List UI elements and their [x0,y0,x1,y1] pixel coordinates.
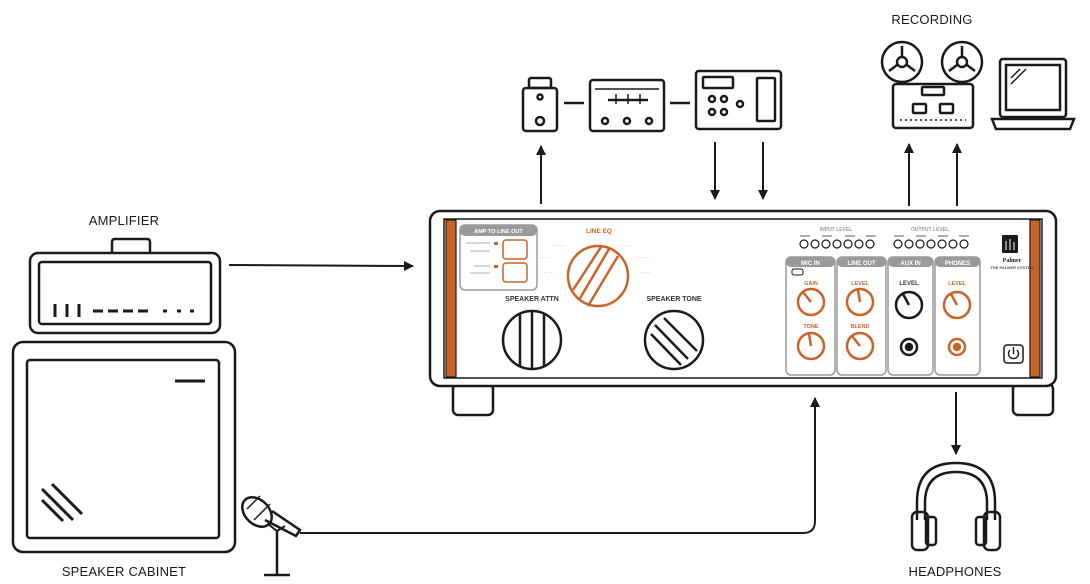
line-eq-knob[interactable] [566,244,630,308]
effects-unit-icon [694,69,783,131]
blend-label: BLEND [851,324,870,330]
palmer-logo-icon [1002,235,1018,253]
headphones-icon [910,461,1002,552]
amp-to-line-out-section: AMP TO LINE OUT [459,224,538,291]
amplifier-icon [28,237,222,335]
laptop-icon [990,57,1076,131]
input-level-label: INPUT LEVEL [820,227,853,233]
svg-text:· · · ·: · · · · [641,270,650,275]
amp-switch-bottom[interactable] [502,262,528,283]
tone-label: TONE [803,324,819,330]
phones-level-knob[interactable] [942,290,972,320]
line-eq-title: LINE EQ [586,228,612,235]
aux-in-title: AUX IN [900,261,920,267]
line-eq-section: LINE EQ · · · · · · · · · · · · · · · · … [540,228,650,275]
speaker-cabinet-icon [11,340,237,554]
svg-text:· · · · ·: · · · · · [553,243,564,248]
line-out-module: LINE OUT LEVEL BLEND [836,256,887,376]
power-icon [1007,347,1020,360]
phones-module: PHONES LEVEL [934,256,981,376]
pedal-icon [521,76,559,133]
svg-text:· · · ·: · · · · [540,255,549,260]
line-out-title: LINE OUT [848,261,876,267]
speaker-attn-knob[interactable] [501,309,563,371]
device-feet [451,382,1055,417]
line-out-level-knob[interactable] [845,287,875,317]
phones-title: PHONES [945,261,970,267]
aux-input-jack[interactable] [899,337,919,357]
mic-in-module: MIC IN GAIN TONE [785,256,836,376]
phantom-power-switch[interactable] [791,268,804,276]
output-level-label: OUTPUT LEVEL [911,227,949,233]
svg-text:· · · ·: · · · · [638,255,647,260]
speaker-cabinet-label: SPEAKER CABINET [62,564,186,579]
tone-knob[interactable] [796,331,826,361]
line-out-level-label: LEVEL [851,281,869,287]
output-level-meter [893,235,969,249]
amplifier-label: AMPLIFIER [89,213,159,228]
svg-text:· · · · ·: · · · · · [620,243,631,248]
reel-to-reel-recorder-icon [880,40,984,130]
amp-switch-top[interactable] [502,239,528,260]
input-level-meter [799,235,876,249]
recording-label: RECORDING [891,12,972,27]
microphone-icon [241,495,302,577]
aux-level-label: LEVEL [899,281,919,287]
gain-label: GAIN [804,281,818,287]
blend-knob[interactable] [845,331,875,361]
mic-to-device-cable [300,397,820,534]
mic-in-title: MIC IN [801,261,820,267]
speaker-attn-title: SPEAKER ATTN [505,296,559,303]
device-chassis [428,209,1058,388]
aux-level-knob[interactable] [894,290,924,320]
power-button[interactable] [1003,344,1024,364]
headphones-label: HEADPHONES [908,564,1001,579]
brand-name: Palmer [1003,258,1022,264]
phones-output-jack[interactable] [947,337,967,357]
aux-in-module: AUX IN LEVEL [887,256,934,376]
amp-to-device-arrow [228,260,414,271]
gain-knob[interactable] [796,287,826,317]
phones-level-label: LEVEL [948,281,966,287]
system-name: THE PALMER SYSTEM [990,265,1034,270]
multi-effects-pedal-icon [588,78,666,133]
speaker-tone-title: SPEAKER TONE [646,296,701,303]
amp-to-line-out-title: AMP TO LINE OUT [474,229,523,235]
svg-text:· · · ·: · · · · [544,270,553,275]
speaker-tone-knob[interactable] [643,309,705,371]
